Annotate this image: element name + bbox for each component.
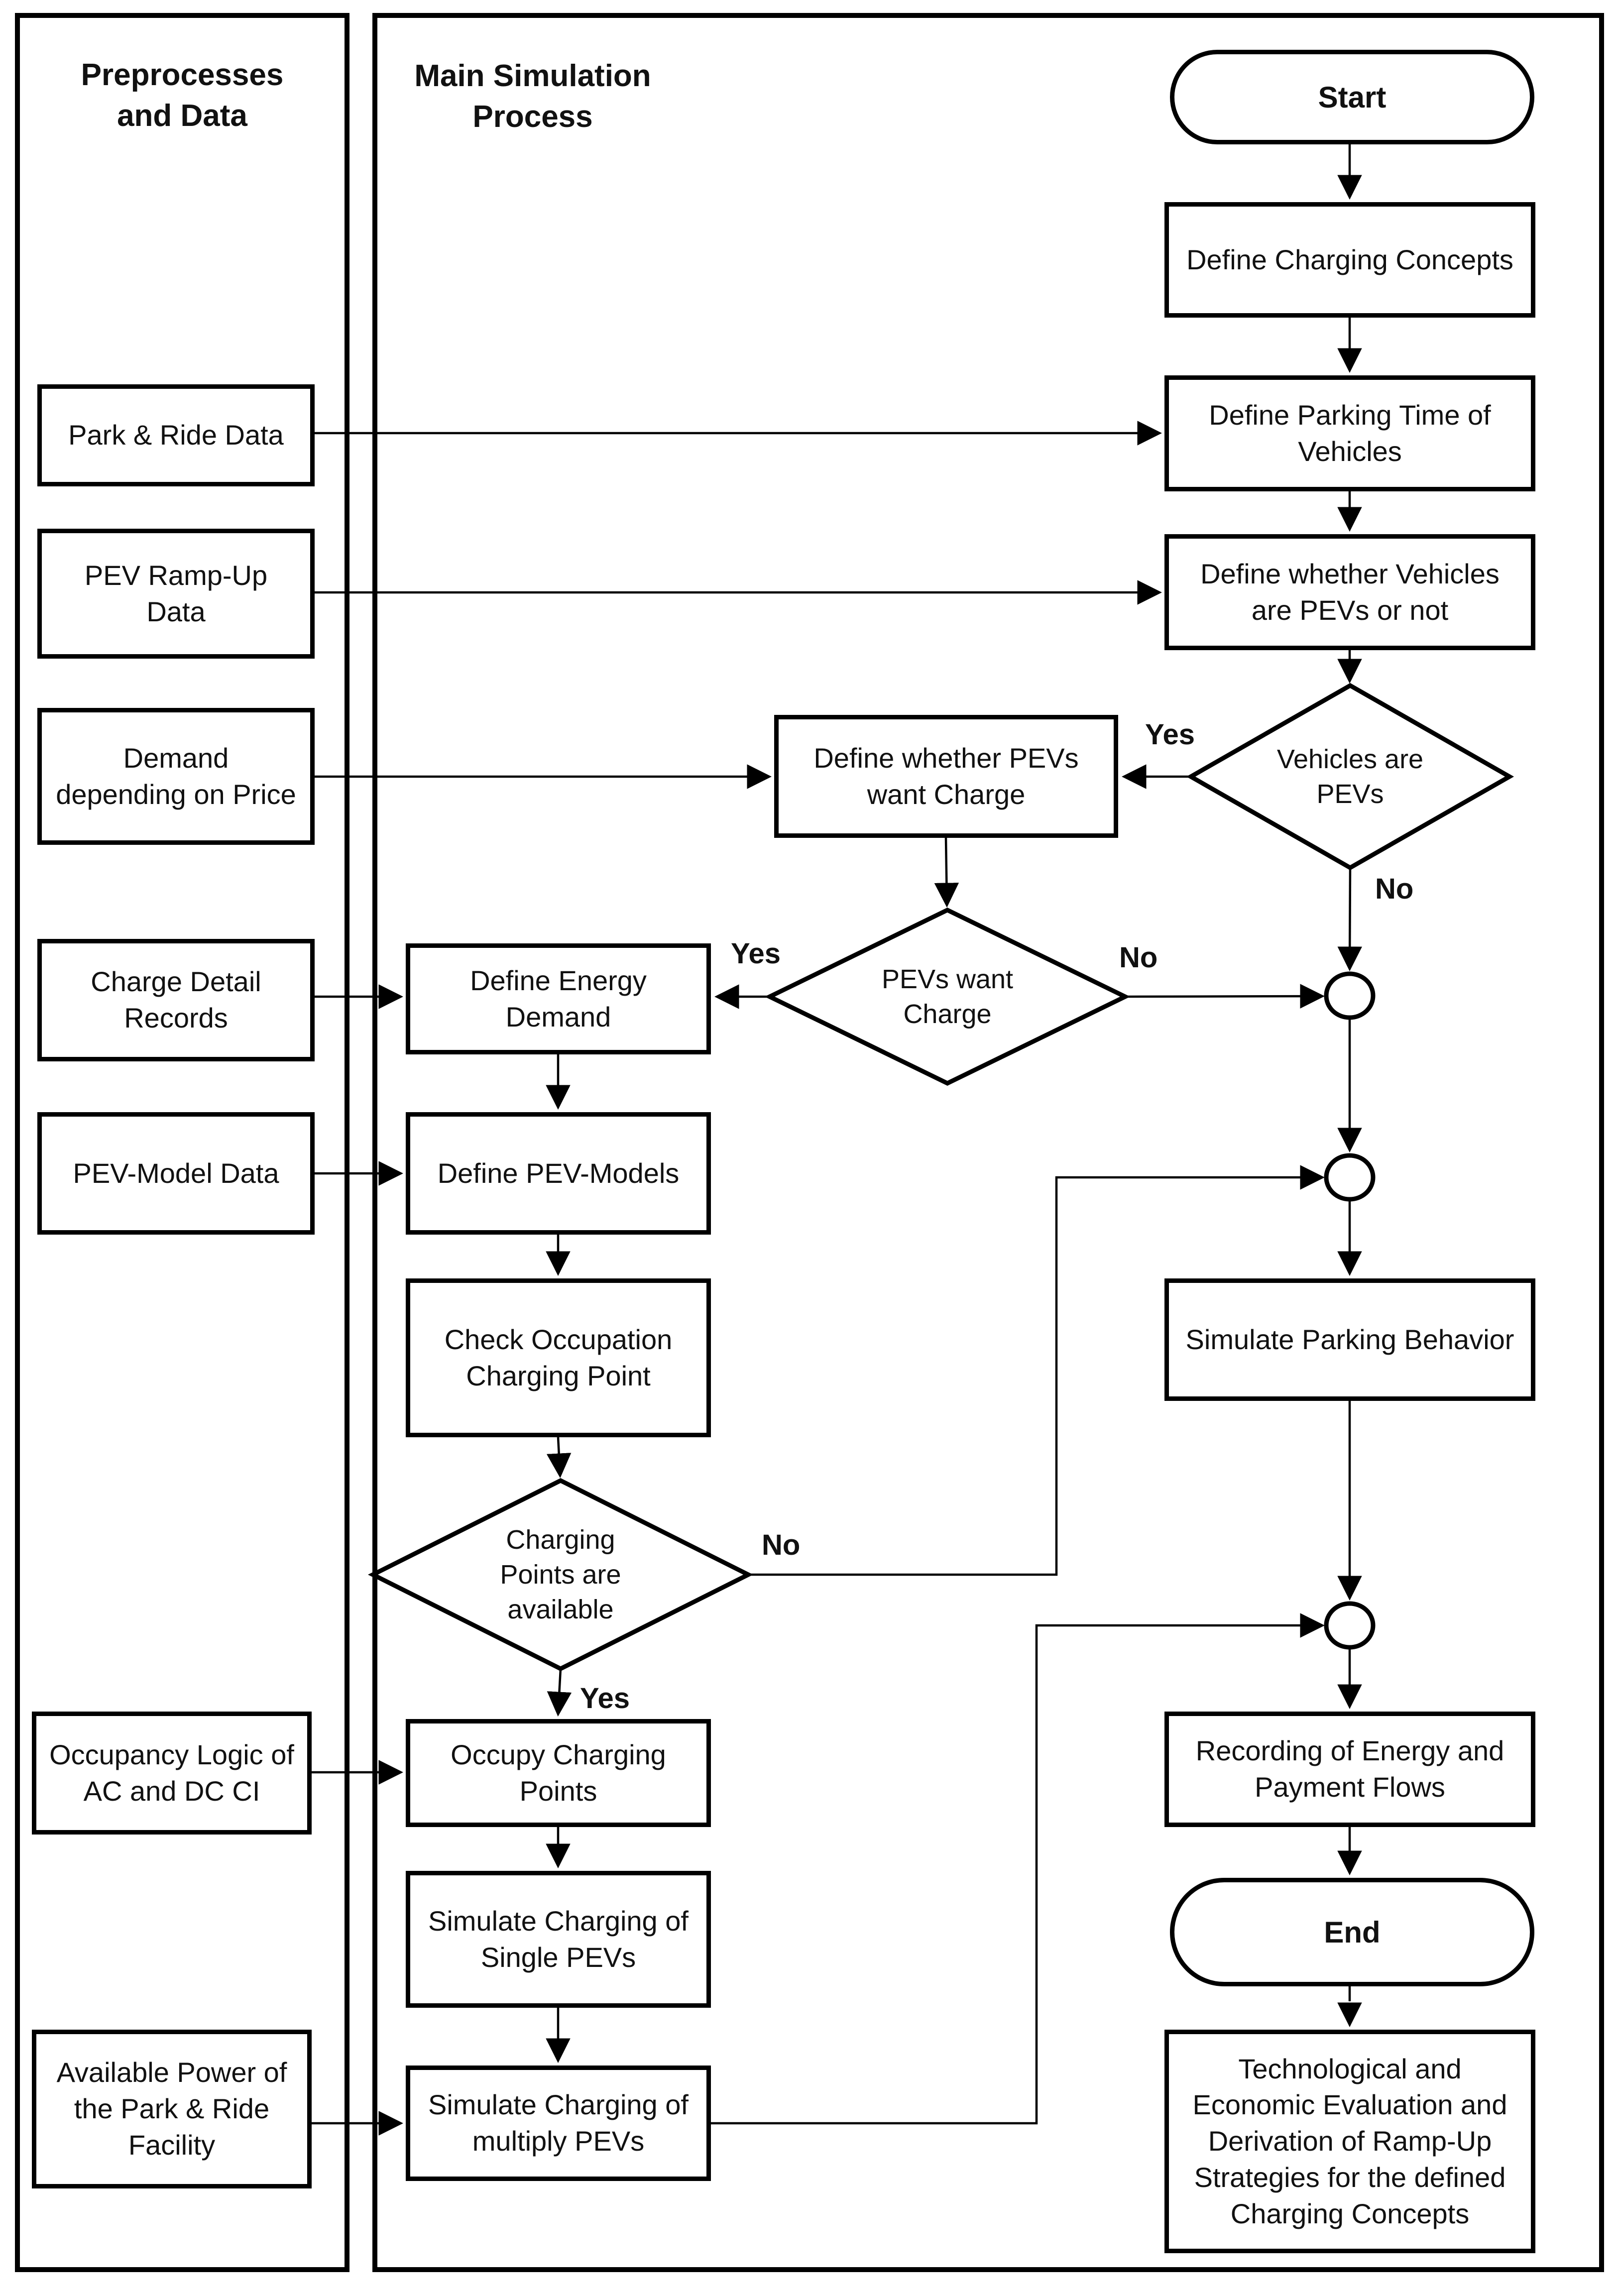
arrow-multiply-to-circle3 — [711, 1613, 1325, 2125]
arrow-diamond3-yes — [547, 1668, 572, 1717]
branch-label-d3-no: No — [762, 1529, 801, 1561]
branch-label-d1-no: No — [1375, 873, 1414, 905]
diamond-label-vehicles-are-pevs: Vehicles are PEVs — [1276, 744, 1424, 809]
process-check-occupation: Check Occupation Charging Point — [406, 1278, 711, 1437]
arrow-wantcharge-to-diamond2 — [934, 837, 959, 908]
data-box-pev-model: PEV-Model Data — [37, 1112, 315, 1235]
arrow-diamond3-no-to-circle2 — [748, 1165, 1325, 1576]
process-simulate-multiply-pevs: Simulate Charging of multiply PEVs — [406, 2066, 711, 2181]
data-box-demand-price: Demand depending on Price — [37, 708, 315, 845]
branch-label-d1-yes: Yes — [1145, 718, 1195, 751]
arrow-checkocc-to-diamond3 — [546, 1437, 572, 1478]
process-evaluation: Technological and Economic Evaluation an… — [1164, 2030, 1535, 2253]
connector-arrows — [311, 144, 1362, 2136]
data-box-charge-detail: Charge Detail Records — [37, 939, 315, 1061]
start-node: Start — [1170, 50, 1534, 144]
branch-label-d3-yes: Yes — [580, 1682, 630, 1715]
merge-circle-1 — [1324, 971, 1376, 1020]
process-define-parking-time: Define Parking Time of Vehicles — [1164, 375, 1535, 491]
process-simulate-single-pevs: Simulate Charging of Single PEVs — [406, 1871, 711, 2008]
end-node: End — [1170, 1878, 1534, 1986]
process-define-energy-demand: Define Energy Demand — [406, 943, 711, 1054]
diamond-vehicles-are-pevs — [1186, 683, 1514, 871]
merge-circle-2 — [1324, 1153, 1376, 1202]
branch-label-d2-no: No — [1119, 941, 1158, 974]
process-occupy-charging-points: Occupy Charging Points — [406, 1719, 711, 1827]
process-recording-flows: Recording of Energy and Payment Flows — [1164, 1712, 1535, 1827]
data-box-park-ride: Park & Ride Data — [37, 384, 315, 486]
process-define-charging-concepts: Define Charging Concepts — [1164, 202, 1535, 318]
merge-circle-3 — [1324, 1601, 1376, 1650]
left-panel-title: Preprocesses and Data — [81, 58, 284, 133]
process-define-whether-vehicles: Define whether Vehicles are PEVs or not — [1164, 534, 1535, 650]
diamond-label-charging-points-available: Charging Points are available — [500, 1524, 621, 1625]
arrow-diamond2-no — [1125, 984, 1325, 1009]
main-panel-title: Main Simulation Process — [414, 59, 651, 134]
main-panel-frame — [372, 13, 1604, 2272]
diamond-charging-points-available — [367, 1478, 754, 1672]
process-simulate-parking: Simulate Parking Behavior — [1164, 1278, 1535, 1401]
decision-shapes — [367, 683, 1514, 1672]
data-box-pev-rampup: PEV Ramp-Up Data — [37, 529, 315, 659]
diamond-label-pevs-want-charge: PEVs want Charge — [881, 964, 1014, 1029]
data-box-occupancy-logic: Occupancy Logic of AC and DC CI — [32, 1712, 312, 1835]
branch-label-d2-yes: Yes — [731, 937, 781, 970]
process-define-whether-pevs-want-charge: Define whether PEVs want Charge — [774, 715, 1118, 838]
left-panel-frame — [15, 13, 349, 2272]
data-box-available-power: Available Power of the Park & Ride Facil… — [32, 2030, 312, 2188]
diamond-pevs-want-charge — [764, 907, 1131, 1086]
process-define-pev-models: Define PEV-Models — [406, 1112, 711, 1235]
